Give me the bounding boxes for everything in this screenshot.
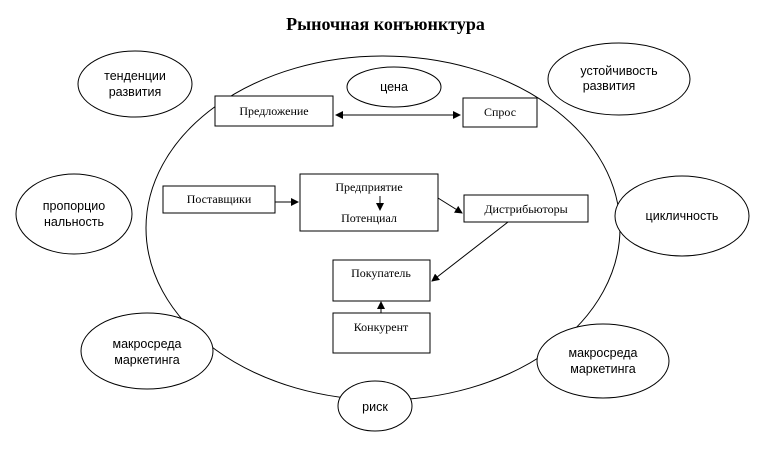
label-price: цена — [380, 80, 408, 94]
arrow-enterprise-distributors — [437, 197, 463, 214]
label-risk: риск — [362, 400, 388, 414]
label-macro-right-1: макросреда — [568, 346, 637, 360]
label-potential: Потенциал — [341, 211, 397, 225]
label-competitor: Конкурент — [354, 320, 409, 334]
node-price: цена — [346, 66, 442, 108]
label-cyclicity: цикличность — [646, 209, 719, 223]
node-buyer: Покупатель — [332, 259, 431, 302]
arrow-distributors-buyer — [431, 221, 509, 282]
node-competitor: Конкурент — [332, 312, 431, 354]
node-supply: Предложение — [214, 95, 334, 127]
label-enterprise: Предприятие — [335, 180, 402, 194]
node-stability: устойчивость развития — [547, 42, 691, 116]
diagram-title: Рыночная конъюнктура — [286, 14, 485, 34]
node-enterprise: Предприятие Потенциал — [299, 173, 439, 232]
label-buyer: Покупатель — [351, 266, 411, 280]
label-proportion-1: пропорцио — [43, 199, 105, 213]
node-proportion: пропорцио нальность — [15, 173, 133, 255]
label-suppliers: Поставщики — [187, 192, 252, 206]
label-tendency-1: тенденции — [104, 69, 166, 83]
node-demand: Спрос — [462, 97, 538, 128]
node-distributors: Дистрибьюторы — [463, 194, 589, 223]
node-macro-left: макросреда маркетинга — [80, 312, 214, 390]
node-macro-right: макросреда маркетинга — [536, 323, 670, 399]
label-demand: Спрос — [484, 105, 516, 119]
label-proportion-2: нальность — [44, 215, 104, 229]
label-supply: Предложение — [239, 104, 308, 118]
label-macro-left-1: макросреда — [112, 337, 181, 351]
node-tendency: тенденции развития — [77, 50, 193, 118]
label-stability-1: устойчивость — [580, 64, 657, 78]
label-macro-left-2: маркетинга — [114, 353, 180, 367]
node-suppliers: Поставщики — [162, 185, 276, 214]
label-distributors: Дистрибьюторы — [484, 202, 567, 216]
label-macro-right-2: маркетинга — [570, 362, 636, 376]
label-tendency-2: развития — [109, 85, 162, 99]
label-stability-2: развития — [583, 79, 636, 93]
node-cyclicity: цикличность — [614, 175, 750, 257]
node-risk: риск — [337, 380, 413, 432]
